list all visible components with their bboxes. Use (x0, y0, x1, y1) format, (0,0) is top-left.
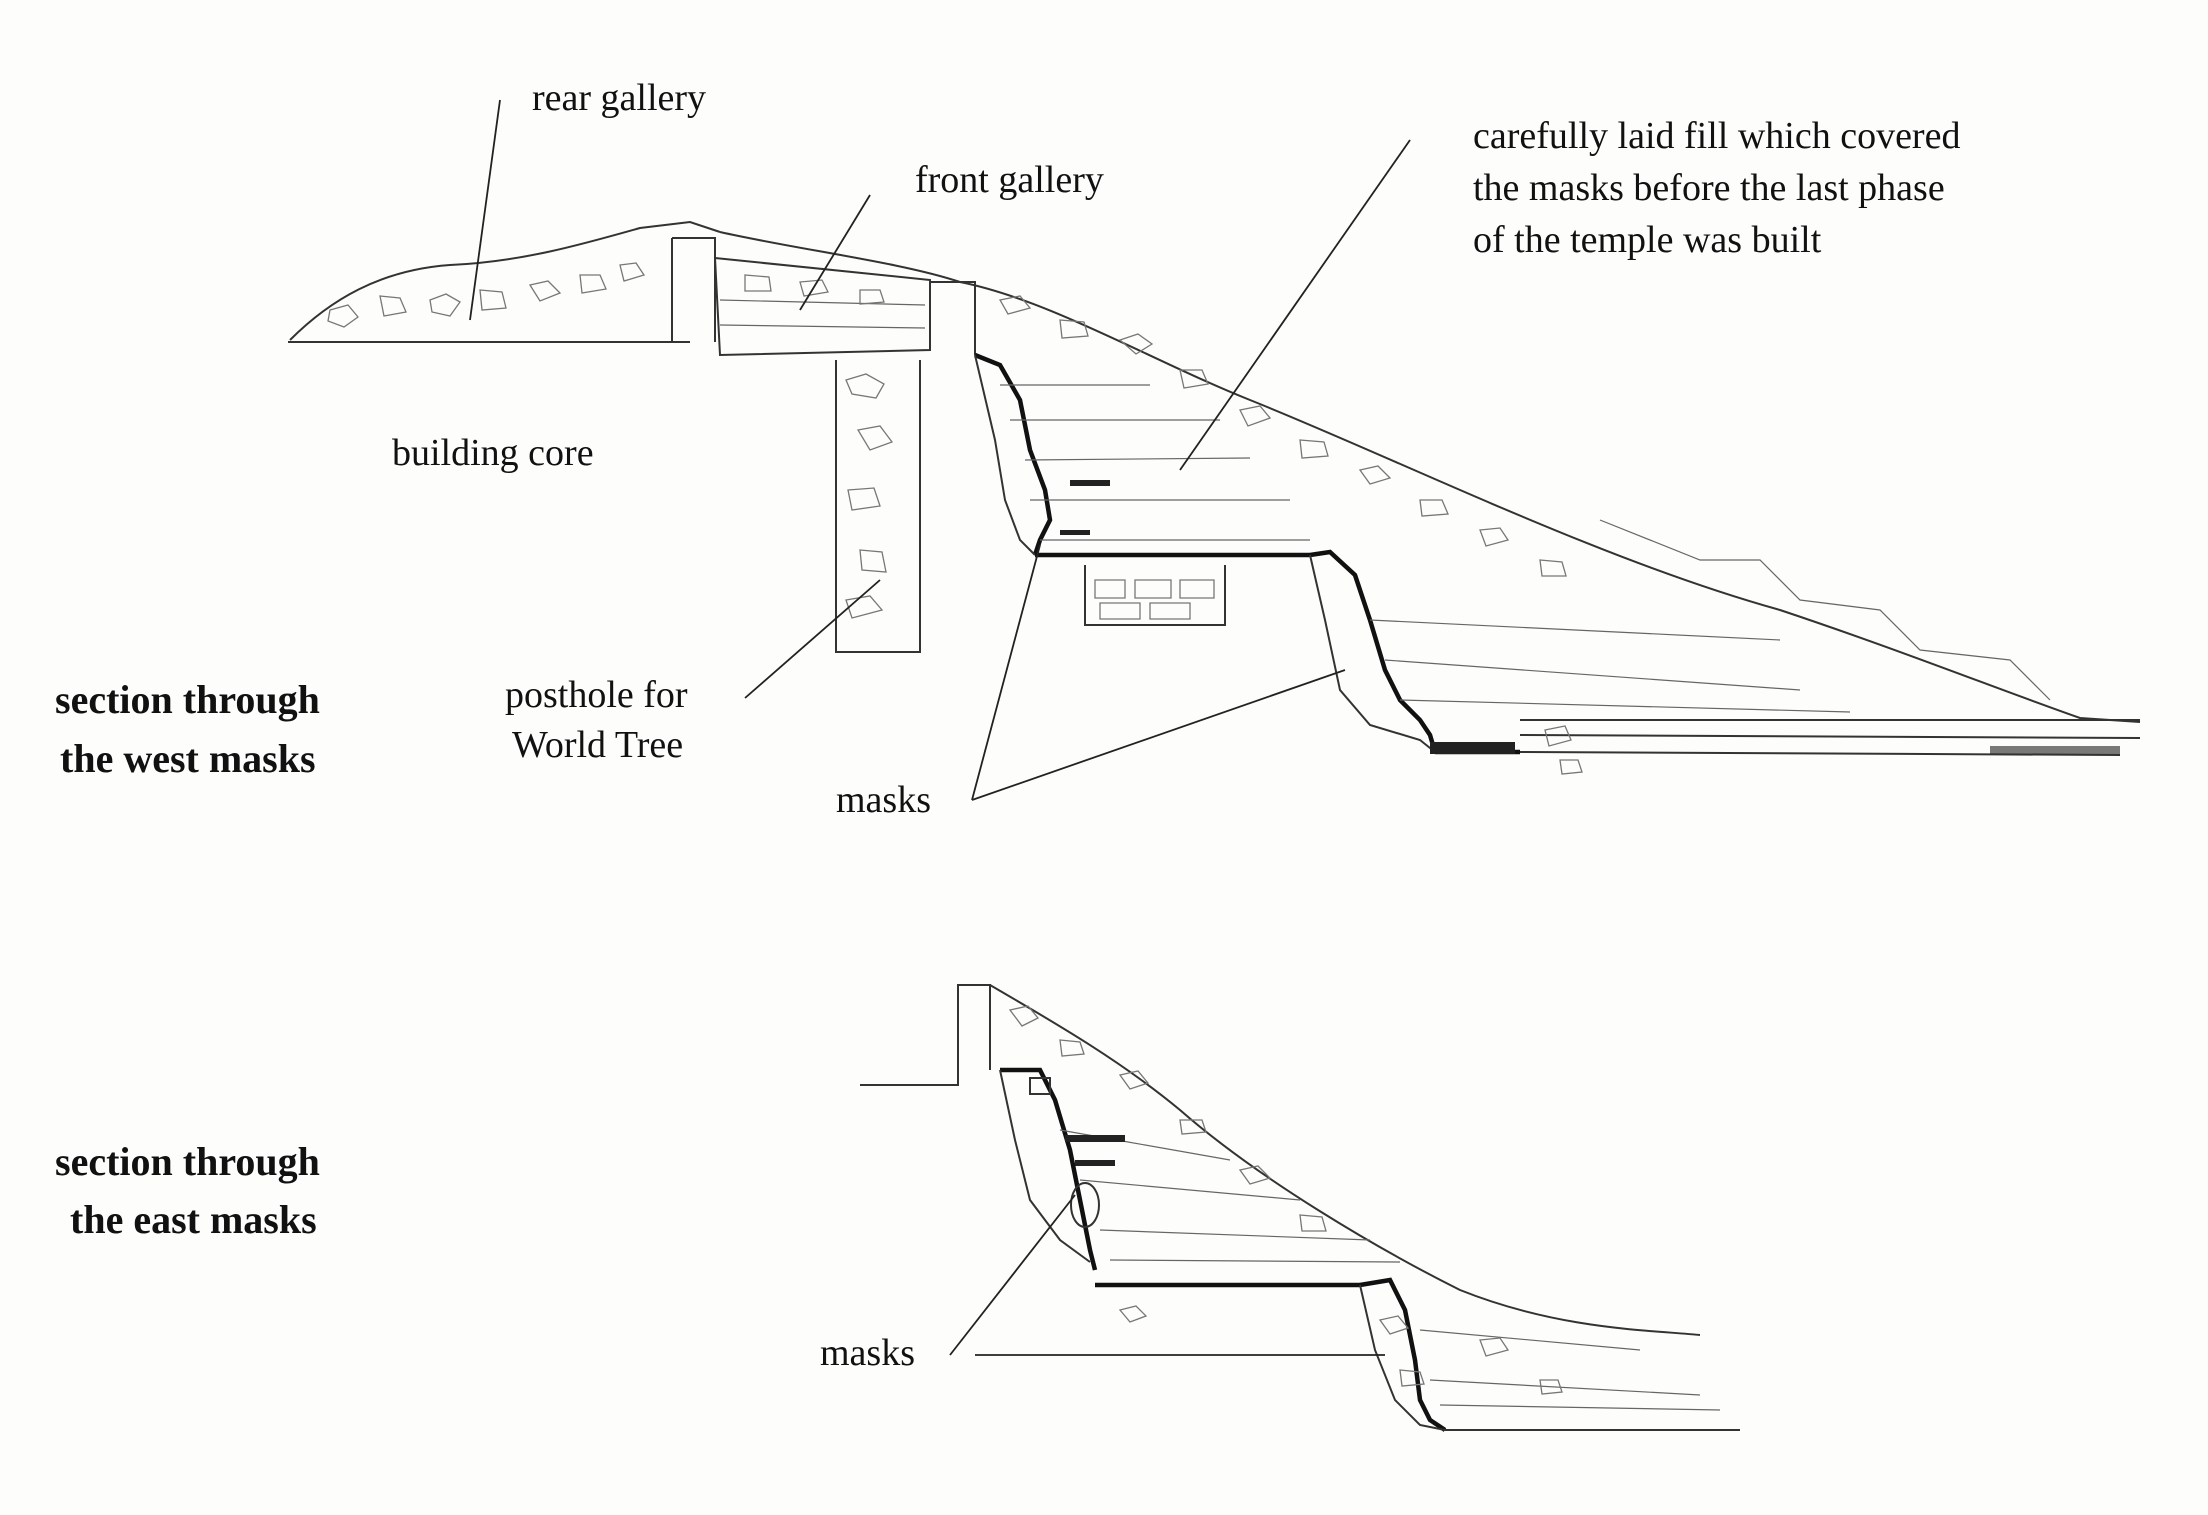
west-plaza-floors (1519, 719, 2141, 756)
front-gallery-courses (719, 299, 926, 329)
front-gallery-label: front gallery (915, 159, 1104, 201)
east-title-line1: section through (55, 1139, 320, 1184)
fill-leader (1179, 139, 1411, 471)
west-upper-mask-profile (974, 352, 1053, 556)
west-small-block (1084, 565, 1226, 626)
leader-lines (469, 99, 1411, 1356)
front-gallery-block (713, 256, 931, 357)
west-lower-mask-profile (1309, 549, 1438, 753)
east-dark-course-marks (1065, 1135, 1125, 1166)
west-lower-fill-courses (1369, 619, 1851, 713)
east-upper-mask-face (999, 1069, 1091, 1263)
posthole-label-line2: World Tree (512, 724, 683, 766)
east-fill-slope (989, 984, 1701, 1336)
west-terrace-steps (1599, 519, 2051, 701)
east-section-drawing (860, 984, 1740, 1432)
posthole-leader (744, 579, 881, 699)
posthole-label-line1: posthole for (505, 674, 688, 716)
west-rubble-stones (327, 262, 1583, 775)
east-upper-wall (860, 984, 991, 1086)
west-base-fill (1430, 742, 1515, 754)
west-title-line1: section through (55, 677, 320, 722)
west-masks-leader-2 (971, 669, 1346, 801)
west-plaza-dark-strip (1990, 746, 2120, 754)
east-masks-label: masks (820, 1332, 915, 1374)
building-core-label: building core (392, 432, 594, 474)
west-small-block-stones (1094, 579, 1215, 620)
east-mask-small-box (1029, 1077, 1051, 1095)
west-upper-mask-face (974, 354, 1036, 556)
upper-fill-slope (719, 231, 2141, 723)
east-lower-mask-face (1359, 1284, 1446, 1431)
east-upper-mask-profile (1000, 1067, 1098, 1271)
west-section-drawing (288, 220, 2141, 775)
west-dark-course-marks (1060, 480, 1110, 535)
front-gallery-leader (799, 194, 871, 311)
posthole-outline (835, 360, 921, 653)
east-masks-leader-1 (949, 1194, 1076, 1356)
east-lower-fill-courses (1419, 1329, 1721, 1411)
west-masks-label: masks (836, 779, 931, 821)
front-gallery-drop (930, 281, 976, 355)
rear-gallery-leader (469, 99, 501, 321)
rear-mound-outline (289, 220, 721, 341)
fill-label-line1: carefully laid fill which covered (1473, 115, 1960, 157)
west-masks-leader-1 (971, 544, 1041, 801)
fill-label-line2: the masks before the last phase (1473, 167, 1945, 209)
fill-label-line3: of the temple was built (1473, 219, 1822, 261)
rear-gallery-wall (671, 237, 716, 342)
west-upper-fill-courses (1000, 384, 1310, 541)
posthole-stones (845, 373, 894, 619)
west-lower-mask-face (1309, 554, 1436, 753)
east-lower-mask-profile (1359, 1277, 1447, 1432)
west-title-line2: the west masks (60, 736, 316, 781)
east-fill-courses (1059, 1129, 1401, 1263)
east-mask-ornament (1070, 1182, 1100, 1228)
rear-gallery-label: rear gallery (532, 77, 706, 119)
east-title-line2: the east masks (70, 1197, 317, 1242)
east-rubble-stones (1008, 1005, 1563, 1395)
